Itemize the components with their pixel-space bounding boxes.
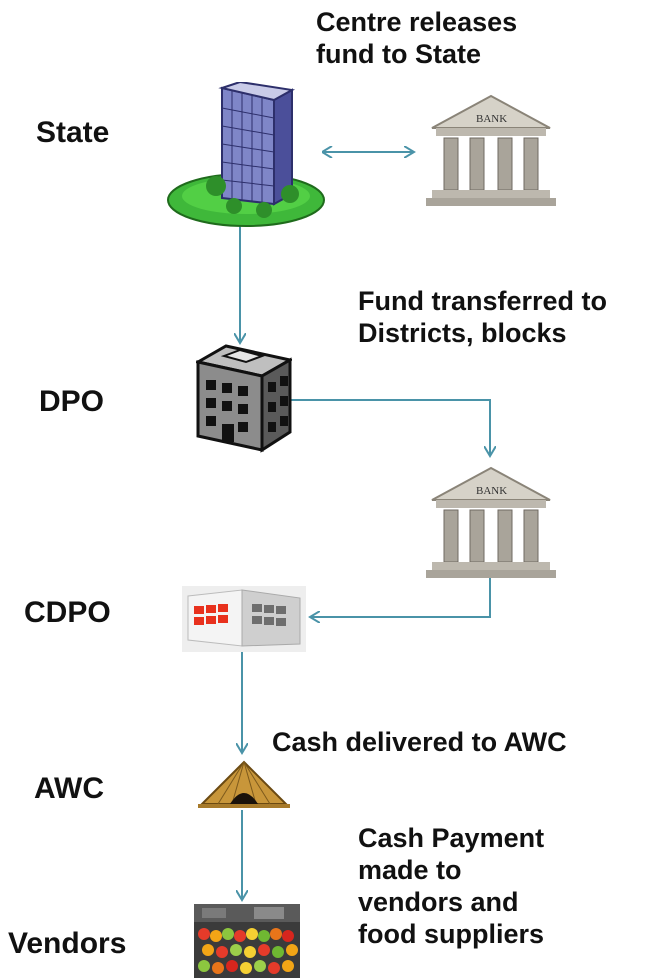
- cdpo-label: CDPO: [24, 596, 111, 629]
- office-building-icon: [196, 344, 292, 453]
- cash-awc-note: Cash delivered to AWC: [272, 727, 567, 757]
- storefront-building-icon: [182, 586, 306, 652]
- state-label: State: [36, 116, 110, 149]
- office-tower-icon: [167, 82, 325, 227]
- vendors-label: Vendors: [8, 927, 127, 960]
- awc-label: AWC: [34, 772, 104, 805]
- bank-label: BANK: [476, 113, 507, 125]
- bank-cdpo-arrow: [310, 578, 491, 617]
- bank-icon: BANK: [426, 466, 556, 578]
- dpo-bank-arrow: [287, 399, 490, 456]
- bank-icon: BANK: [426, 94, 556, 206]
- bank-label: BANK: [476, 485, 507, 497]
- dpo-label: DPO: [39, 385, 105, 418]
- district-transfer-note: Fund transferred to Districts, blocks: [358, 286, 608, 348]
- cash-payment-note: Cash Payment made to vendors and food su…: [358, 823, 545, 949]
- market-stall-icon: [194, 904, 300, 978]
- centre-release-note: Centre releases fund to State: [316, 7, 518, 69]
- hut-icon: [198, 760, 290, 808]
